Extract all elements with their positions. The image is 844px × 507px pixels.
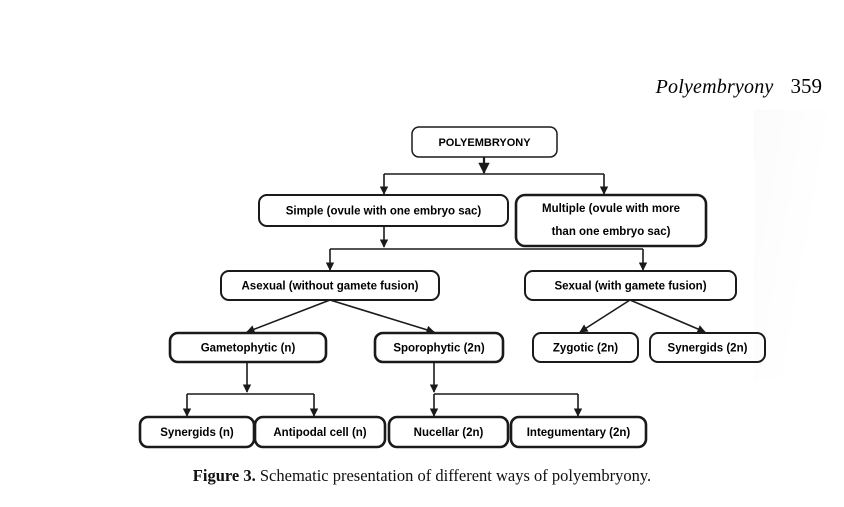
node-integumentary[interactable]: Integumentary (2n) xyxy=(509,415,648,449)
page-number: 359 xyxy=(790,74,823,98)
edge-asexual-to-gametophytic xyxy=(246,299,331,334)
node-nucellar[interactable]: Nucellar (2n) xyxy=(387,415,510,449)
node-sporophytic[interactable]: Sporophytic (2n) xyxy=(373,331,505,364)
node-synergids-2n-label: Synergids (2n) xyxy=(668,343,748,355)
node-sporophytic-box xyxy=(373,331,505,364)
node-multiple[interactable]: Multiple (ovule with more than one embry… xyxy=(514,193,708,248)
node-gametophytic-box xyxy=(168,331,328,364)
node-polyembryony[interactable]: POLYEMBRYONY xyxy=(411,126,558,158)
node-zygotic[interactable]: Zygotic (2n) xyxy=(532,332,639,363)
node-sporophytic-label: Sporophytic (2n) xyxy=(393,343,485,355)
node-antipodal-label: Antipodal cell (n) xyxy=(273,427,366,439)
edge-sexual-to-synergids2n xyxy=(629,299,706,333)
connector-group xyxy=(182,157,706,417)
node-zygotic-box xyxy=(532,332,639,363)
edge-sexual-to-zygotic xyxy=(579,299,631,333)
figure-caption-label: Figure 3. xyxy=(192,466,256,485)
node-multiple-label-line1: Multiple (ovule with more xyxy=(542,203,680,215)
node-simple-box xyxy=(258,194,509,227)
node-antipodal[interactable]: Antipodal cell (n) xyxy=(253,415,387,449)
node-polyembryony-label: POLYEMBRYONY xyxy=(438,137,531,149)
node-simple-label: Simple (ovule with one embryo sac) xyxy=(286,206,482,218)
node-zygotic-label: Zygotic (2n) xyxy=(553,343,618,355)
edge-asexual-to-sporophytic xyxy=(329,299,435,334)
flowchart-canvas: POLYEMBRYONY Simple (ovule with one embr… xyxy=(138,126,766,449)
node-integumentary-label: Integumentary (2n) xyxy=(527,427,631,439)
node-sexual-label: Sexual (with gamete fusion) xyxy=(554,281,706,293)
running-head: Polyembryony 359 xyxy=(656,74,822,99)
node-antipodal-box xyxy=(253,415,387,449)
node-multiple-box xyxy=(514,193,708,248)
node-polyembryony-box xyxy=(411,126,558,158)
node-synergids-2n-box xyxy=(649,332,766,363)
node-sexual-box xyxy=(524,270,737,301)
figure-caption-text: Schematic presentation of different ways… xyxy=(255,466,652,485)
node-nucellar-label: Nucellar (2n) xyxy=(414,427,484,439)
node-asexual[interactable]: Asexual (without gamete fusion) xyxy=(220,270,440,301)
node-integumentary-box xyxy=(509,415,648,449)
node-nucellar-box xyxy=(387,415,510,449)
node-sexual[interactable]: Sexual (with gamete fusion) xyxy=(524,270,737,301)
running-head-title: Polyembryony xyxy=(655,76,774,98)
figure-caption: Figure 3. Schematic presentation of diff… xyxy=(0,466,844,486)
node-multiple-label-line2: than one embryo sac) xyxy=(552,226,671,238)
node-gametophytic-label: Gametophytic (n) xyxy=(201,343,296,355)
node-asexual-label: Asexual (without gamete fusion) xyxy=(242,281,419,293)
node-synergids-2n[interactable]: Synergids (2n) xyxy=(649,332,766,363)
node-gametophytic[interactable]: Gametophytic (n) xyxy=(168,331,328,364)
node-synergids-n-label: Synergids (n) xyxy=(160,427,234,439)
node-simple[interactable]: Simple (ovule with one embryo sac) xyxy=(258,194,509,227)
polyembryony-flowchart: POLYEMBRYONY Simple (ovule with one embr… xyxy=(0,110,844,460)
node-synergids-n[interactable]: Synergids (n) xyxy=(138,415,256,449)
node-asexual-box xyxy=(220,270,440,301)
